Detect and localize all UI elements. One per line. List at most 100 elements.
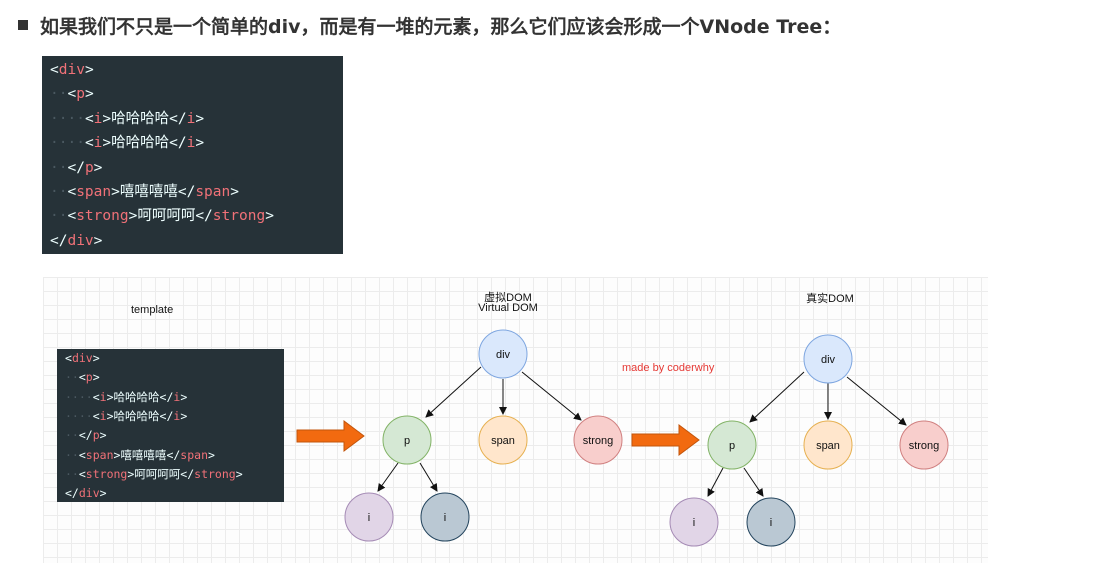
- code-punctuation: >: [111, 184, 120, 200]
- indent-guide: ··: [50, 184, 68, 200]
- code-text: 哈哈哈哈: [113, 408, 160, 423]
- code-punctuation: >: [113, 447, 121, 462]
- code-punctuation: </: [159, 389, 174, 404]
- code-tag-name: p: [85, 370, 93, 385]
- virtual-node-div-label: div: [496, 349, 511, 361]
- code-punctuation: >: [230, 184, 239, 200]
- indent-guide: ··: [65, 389, 79, 404]
- real-node-span-label: span: [816, 440, 840, 452]
- virtual-dom-label-en: Virtual DOM: [478, 302, 538, 314]
- code-punctuation: <: [65, 351, 72, 365]
- code-tag-name: span: [76, 184, 112, 200]
- code-line: ··<span>嘻嘻嘻嘻</span>: [57, 446, 215, 466]
- section-heading: 如果我们不只是一个简单的div，而是有一堆的元素，那么它们应该会形成一个VNod…: [16, 12, 841, 38]
- code-punctuation: </: [169, 135, 187, 152]
- virtual-node-i-2-label: i: [444, 512, 446, 524]
- code-punctuation: </: [166, 447, 181, 462]
- diagram-code-block: <div>··<p>····<i>哈哈哈哈</i>····<i>哈哈哈哈</i>…: [57, 349, 284, 502]
- real-node-strong-label: strong: [909, 440, 940, 452]
- code-line: ··<span>嘻嘻嘻嘻</span>: [42, 180, 239, 204]
- virtual-node-i-1: i: [344, 492, 394, 542]
- code-punctuation: >: [106, 408, 114, 423]
- code-punctuation: >: [102, 135, 112, 152]
- code-tag-name: i: [93, 135, 103, 152]
- code-punctuation: >: [180, 408, 188, 423]
- code-punctuation: >: [180, 389, 188, 404]
- virtual-node-strong-label: strong: [583, 435, 614, 447]
- virtual-node-p-label: p: [404, 435, 410, 447]
- code-tag-name: strong: [76, 208, 129, 225]
- indent-guide: ··: [50, 110, 68, 127]
- code-punctuation: </: [180, 466, 195, 481]
- code-punctuation: >: [102, 110, 112, 127]
- code-punctuation: <: [78, 466, 86, 481]
- square-bullet-icon: [18, 20, 28, 30]
- code-punctuation: >: [92, 370, 100, 385]
- real-dom-label: 真实DOM: [806, 293, 854, 305]
- code-tag-name: span: [195, 184, 231, 200]
- code-tag-name: span: [180, 447, 208, 462]
- code-line: ··</p>: [57, 426, 107, 446]
- code-punctuation: <: [78, 370, 86, 385]
- indent-guide: ··: [50, 86, 68, 103]
- virtual-node-span: span: [478, 415, 528, 465]
- code-text: 嘻嘻嘻嘻: [119, 184, 178, 200]
- code-punctuation: >: [84, 62, 94, 78]
- indent-guide: ··: [67, 110, 85, 127]
- code-tag-name: p: [92, 428, 100, 443]
- code-line: <div>: [42, 58, 94, 82]
- code-line: ····<i>哈哈哈哈</i>: [42, 131, 204, 155]
- code-punctuation: </: [169, 110, 187, 127]
- code-line: ··<p>: [57, 368, 100, 388]
- code-tag-name: div: [67, 232, 94, 249]
- code-punctuation: >: [93, 232, 103, 249]
- code-line: ··</p>: [42, 156, 102, 180]
- real-node-i-2-label: i: [770, 517, 772, 529]
- code-punctuation: >: [195, 135, 205, 152]
- code-line: ··<strong>呵呵呵呵</strong>: [42, 204, 274, 228]
- code-punctuation: >: [128, 208, 138, 225]
- indent-guide: ··: [78, 408, 93, 423]
- code-punctuation: >: [127, 466, 135, 481]
- indent-guide: ··: [65, 408, 79, 423]
- code-punctuation: </: [65, 486, 79, 501]
- real-node-i-2: i: [746, 497, 796, 547]
- indent-guide: ··: [65, 428, 79, 443]
- real-node-i-1: i: [669, 497, 719, 547]
- code-punctuation: >: [208, 447, 215, 462]
- credit-label: made by coderwhy: [622, 362, 715, 374]
- virtual-dom-label-cn: 虚拟DOM: [484, 292, 532, 304]
- indent-guide: ··: [65, 370, 79, 385]
- code-punctuation: <: [84, 110, 94, 127]
- code-line: ····<i>哈哈哈哈</i>: [57, 407, 187, 427]
- code-line: <div>: [57, 349, 100, 369]
- code-tag-name: div: [71, 351, 93, 365]
- code-punctuation: >: [195, 110, 205, 127]
- code-punctuation: <: [67, 86, 77, 103]
- virtual-node-i-2: i: [420, 492, 470, 542]
- real-node-span: span: [803, 420, 853, 470]
- code-tag-name: p: [84, 159, 94, 176]
- code-tag-name: i: [186, 135, 196, 152]
- code-punctuation: </: [195, 208, 213, 225]
- code-punctuation: >: [265, 208, 274, 225]
- indent-guide: ··: [65, 447, 79, 462]
- big-arrow-1: [296, 420, 365, 452]
- code-tag-name: strong: [212, 208, 266, 225]
- code-punctuation: </: [177, 184, 196, 200]
- virtual-node-div: div: [478, 329, 528, 379]
- indent-guide: ··: [50, 159, 68, 176]
- code-tag-name: p: [76, 86, 85, 103]
- code-punctuation: >: [99, 486, 107, 501]
- code-tag-name: strong: [85, 466, 128, 481]
- code-tag-name: i: [173, 408, 181, 423]
- code-tag-name: span: [85, 447, 114, 462]
- code-punctuation: >: [84, 86, 94, 103]
- code-punctuation: <: [50, 62, 59, 78]
- code-line: ····<i>哈哈哈哈</i>: [57, 388, 187, 408]
- code-tag-name: strong: [194, 466, 236, 481]
- code-line: </div>: [42, 229, 102, 253]
- code-block-template: <div>··<p>····<i>哈哈哈哈</i>····<i>哈哈哈哈</i>…: [42, 56, 343, 254]
- indent-guide: ··: [67, 135, 85, 152]
